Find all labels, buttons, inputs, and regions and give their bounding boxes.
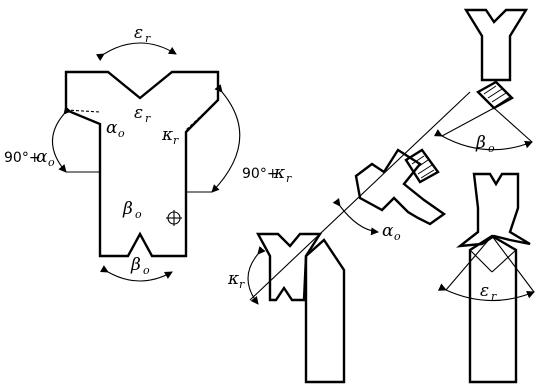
epsilon-top-label: ε r	[134, 23, 151, 45]
alpha-mid-label: α o	[382, 221, 401, 243]
svg-text:o: o	[118, 127, 125, 140]
angle-90-kappa-arc	[186, 84, 241, 193]
beta-lower-label: β o	[130, 255, 150, 277]
svg-text:κ: κ	[273, 163, 285, 183]
kappa-left-label: κ r	[161, 125, 179, 147]
lower-mid-tool	[247, 232, 346, 384]
lower-right-tool	[437, 172, 535, 384]
beta-lower-arc	[99, 265, 173, 282]
svg-text:β: β	[475, 133, 486, 153]
middle-tool	[332, 148, 447, 236]
kappa-right-label: κ r	[227, 269, 245, 291]
alpha-left-label: α o	[106, 118, 125, 140]
svg-text:κ: κ	[227, 269, 239, 289]
svg-text:r: r	[286, 172, 292, 185]
svg-text:o: o	[488, 142, 495, 155]
beta-upper-label: β o	[122, 199, 142, 221]
svg-text:β: β	[130, 255, 141, 275]
upper-right-tool	[433, 8, 533, 151]
svg-text:o: o	[394, 230, 401, 243]
angle-90-kappa-label: 90°+ κ r	[242, 163, 292, 185]
svg-text:ε: ε	[480, 281, 489, 301]
svg-text:κ: κ	[161, 125, 173, 145]
svg-text:β: β	[122, 199, 133, 219]
svg-text:r: r	[173, 134, 179, 147]
svg-text:o: o	[135, 208, 142, 221]
left-tool-body	[64, 70, 220, 258]
svg-text:ε: ε	[134, 103, 143, 123]
epsilon-tip-label: ε r	[134, 103, 151, 125]
angle-90-alpha-arc	[51, 106, 100, 173]
svg-text:α: α	[36, 147, 48, 167]
epsilon-top-arc	[95, 42, 177, 62]
svg-text:r: r	[145, 112, 151, 125]
angle-90-alpha-label: 90°+ α o	[4, 147, 55, 169]
svg-text:ε: ε	[134, 23, 143, 43]
svg-text:α: α	[382, 221, 394, 241]
svg-text:90°+: 90°+	[242, 166, 279, 182]
svg-text:r: r	[239, 278, 245, 291]
svg-text:90°+: 90°+	[4, 150, 41, 166]
svg-text:o: o	[48, 156, 55, 169]
epsilon-right-label: ε r	[480, 281, 497, 303]
beta-right-label: β o	[475, 133, 495, 155]
svg-text:r: r	[491, 290, 497, 303]
svg-text:r: r	[145, 32, 151, 45]
svg-text:o: o	[143, 264, 150, 277]
svg-text:α: α	[106, 118, 118, 138]
